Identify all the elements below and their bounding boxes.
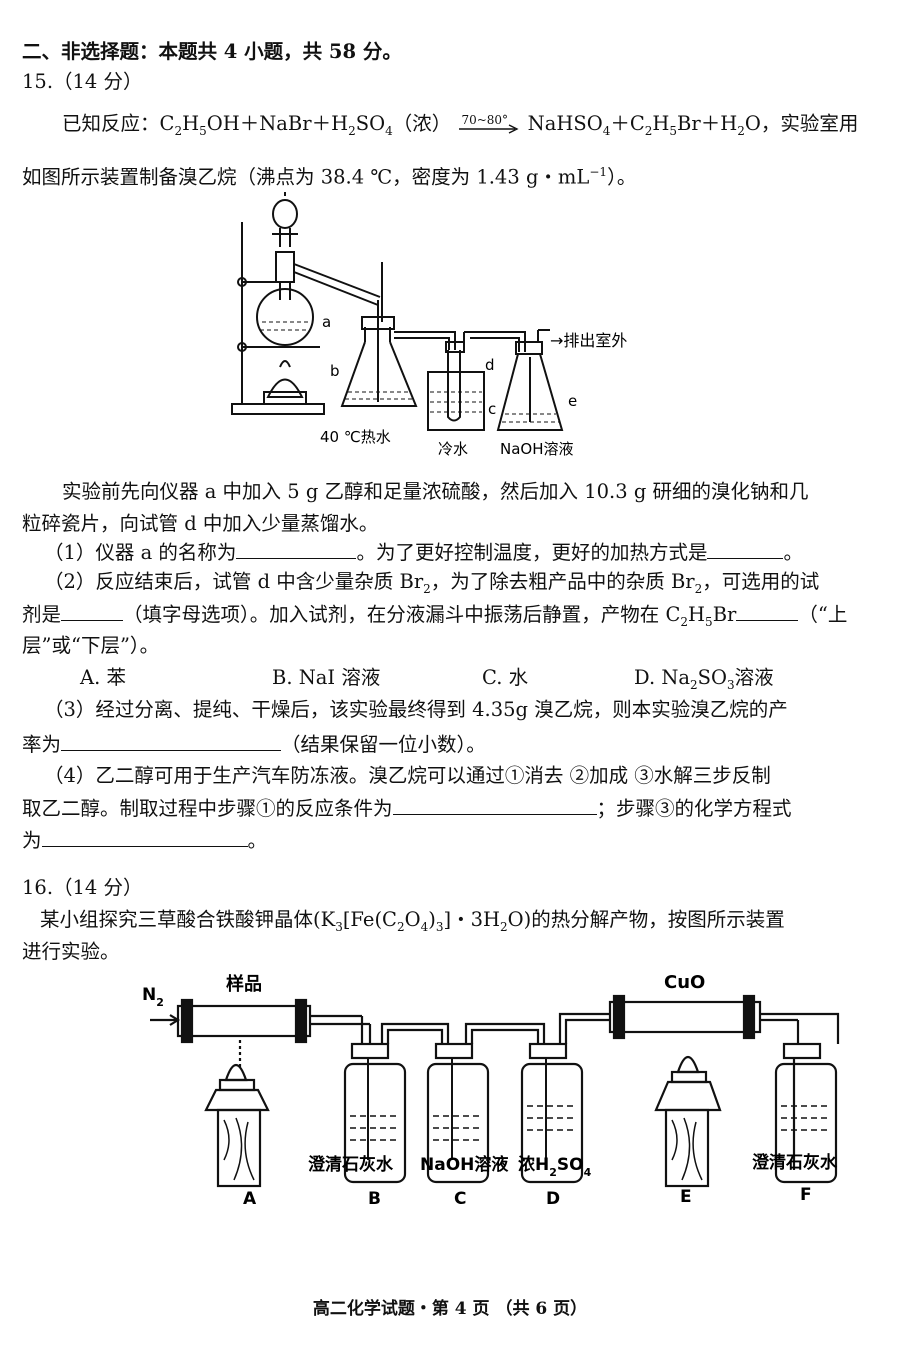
label-F: F [800,1185,812,1205]
q15-sub4-line2: 取乙二醇。制取过程中步骤①的反应条件为；步骤③的化学方程式 [22,794,792,823]
option-a: A. 苯 [80,666,126,689]
answer-blank[interactable] [61,600,124,621]
section-title: 二、非选择题：本题共 4 小题，共 58 分。 [22,40,402,63]
answer-blank[interactable] [61,730,282,751]
q15-intro-line2: 如图所示装置制备溴乙烷（沸点为 38.4 ℃，密度为 1.43 g・mL−1）。 [22,165,637,189]
reaction-arrow: 70~80° [457,113,521,135]
label-n2: N2 [142,985,164,1009]
label-B: B [368,1189,381,1209]
label-d: d [485,356,495,374]
q15-header: 15.（14 分） [22,70,143,93]
q16-intro-line1: 某小组探究三草酸合铁酸钾晶体(K3[Fe(C2O4)3]・3H2O)的热分解产物… [40,908,785,934]
label-c: c [488,400,496,418]
reaction-condition: 70~80° [461,112,509,127]
label-a: a [322,313,331,331]
q15-sub3-line1: （3）经过分离、提纯、干燥后，该实验最终得到 4.35g 溴乙烷，则本实验溴乙烷… [44,698,788,721]
q15-sub4-line1: （4）乙二醇可用于生产汽车防冻液。溴乙烷可以通过①消去 ②加成 ③水解三步反制 [44,764,771,787]
label-D: D [546,1189,560,1209]
label-hot-water: 40 ℃热水 [320,428,391,446]
option-d: D. Na2SO3溶液 [634,666,774,692]
label-e: e [568,392,577,410]
label-C: C [454,1189,466,1209]
q15-sub3-line2: 率为（结果保留一位小数）。 [22,730,486,759]
q15-sub4-line3: 为。 [22,826,267,855]
label-b-liquid: 澄清石灰水 [308,1154,394,1175]
q15-sub2-line1: （2）反应结束后，试管 d 中含少量杂质 Br2，为了除去粗产品中的杂质 Br2… [44,570,820,596]
answer-blank[interactable] [236,538,357,559]
bromoethane-apparatus-figure: a b c d e →排出室外 40 ℃热水 冷水 NaOH溶液 [231,192,627,458]
label-A: A [243,1189,257,1209]
answer-blank[interactable] [707,538,784,559]
label-sample: 样品 [226,973,262,995]
q15-sub1: （1）仪器 a 的名称为。为了更好控制温度，更好的加热方式是。 [44,538,803,567]
label-f-liquid: 澄清石灰水 [752,1152,838,1173]
label-c-liquid: NaOH溶液 [420,1154,508,1175]
option-c: C. 水 [482,666,529,689]
decomposition-apparatus-figure: N2 样品 CuO 澄清石灰水 NaOH溶液 浓H2SO4 澄清石灰水 A B … [142,972,840,1209]
label-E: E [680,1187,692,1207]
q15-equation: 已知反应：C2H5OH＋NaBr＋H2SO4（浓） 70~80° NaHSO4＋… [62,110,858,145]
q15-prep-line1: 实验前先向仪器 a 中加入 5 g 乙醇和足量浓硫酸，然后加入 10.3 g 研… [62,480,809,503]
q15-sub2-line3: 层”或“下层”）。 [22,634,160,657]
q16-header: 16.（14 分） [22,876,143,899]
label-naoh: NaOH溶液 [500,440,574,458]
page-footer: 高二化学试题・第 4 页 （共 6 页） [312,1299,588,1319]
option-b: B. NaI 溶液 [272,666,381,689]
q15-prep-line2: 粒碎瓷片，向试管 d 中加入少量蒸馏水。 [22,512,379,535]
q16-intro-line2: 进行实验。 [22,940,120,963]
label-cuo: CuO [664,972,705,993]
label-cold-water: 冷水 [438,440,468,458]
answer-blank[interactable] [41,826,248,847]
q15-sub2-line2: 剂是（填字母选项）。加入试剂，在分液漏斗中振荡后静置，产物在 C2H5Br（“上 [22,600,847,636]
label-exhaust: →排出室外 [550,331,627,350]
answer-blank[interactable] [392,794,597,815]
label-d-liquid: 浓H2SO4 [518,1155,592,1179]
answer-blank[interactable] [736,600,799,621]
label-b: b [330,362,340,380]
